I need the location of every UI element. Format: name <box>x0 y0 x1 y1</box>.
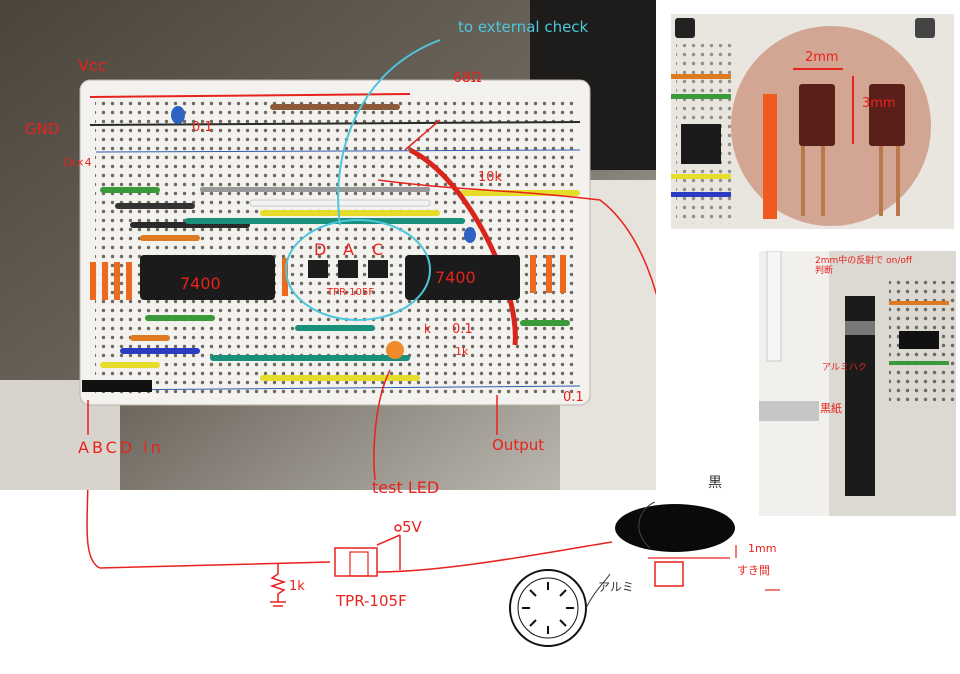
zoom-sensor-right <box>869 84 905 146</box>
label-schem-1k: 1k <box>289 579 305 594</box>
test-led-component <box>386 341 404 359</box>
label-k-mark: k <box>424 322 431 336</box>
label-cap-bottom-right: 0.1 <box>563 390 584 405</box>
label-1k: 1k <box>455 345 469 358</box>
label-chip-right: 7400 <box>435 268 476 287</box>
breadboard-photo <box>0 0 656 490</box>
aluminum-foil <box>845 321 875 335</box>
label-10k: 10k <box>478 170 503 185</box>
breadboard-illustration <box>0 0 656 490</box>
resistor-array <box>90 255 566 300</box>
sensor-zoom-illustration <box>671 14 954 229</box>
jumper-wires <box>100 104 580 381</box>
ic-7400-right <box>405 255 520 300</box>
label-1k-x4: 1k×4 <box>62 156 92 169</box>
label-schem-tpr: TPR-105F <box>336 592 407 610</box>
ic-7400-left <box>140 255 275 300</box>
label-side-alumi: アルミハク <box>822 363 867 373</box>
capacitor-blue-left <box>171 106 185 124</box>
capacitor-blue-right <box>464 227 476 243</box>
black-paper-blob <box>615 504 735 552</box>
label-vcc: Vcc <box>78 56 107 75</box>
hand-schematic <box>86 490 780 647</box>
label-1mm: 1mm <box>748 542 777 555</box>
side-view-illustration <box>759 251 956 516</box>
label-gap: すき間 <box>737 564 770 577</box>
label-zoom-3mm: 3mm <box>862 96 896 111</box>
label-test-led: test LED <box>372 478 440 497</box>
label-abcd-in: ABCD in <box>78 438 164 457</box>
label-sensor-c: C <box>372 240 384 259</box>
label-side-note: 2mm中の反射で on/off 判断 <box>815 256 913 276</box>
breadboard <box>79 79 591 406</box>
sensor-zoom-photo <box>671 14 954 229</box>
label-sensor-part: TPR-105F <box>327 287 375 298</box>
label-sensor-d: D <box>314 240 327 259</box>
label-alumi: アルミ <box>598 580 634 594</box>
label-sensor-a: A <box>343 240 354 259</box>
label-68-ohm: 68Ω <box>453 70 482 86</box>
side-view-photo <box>759 251 956 516</box>
tpr-105f-sensors <box>308 260 388 278</box>
pin-header <box>82 380 152 392</box>
label-output: Output <box>492 436 545 454</box>
label-cap-right-mid: 0.1 <box>452 322 473 337</box>
label-cap-left: 0.1 <box>192 120 213 135</box>
zoom-sensor-left <box>799 84 835 146</box>
label-side-black: 黒紙 <box>820 402 842 415</box>
label-external-check: to external check <box>458 18 589 36</box>
aluminum-disk <box>509 569 587 647</box>
label-gnd: GND <box>25 120 60 138</box>
label-chip-left: 7400 <box>180 274 221 293</box>
label-5v: 5V <box>402 518 422 536</box>
label-black: 黒 <box>708 475 722 491</box>
label-zoom-2mm: 2mm <box>805 50 839 65</box>
